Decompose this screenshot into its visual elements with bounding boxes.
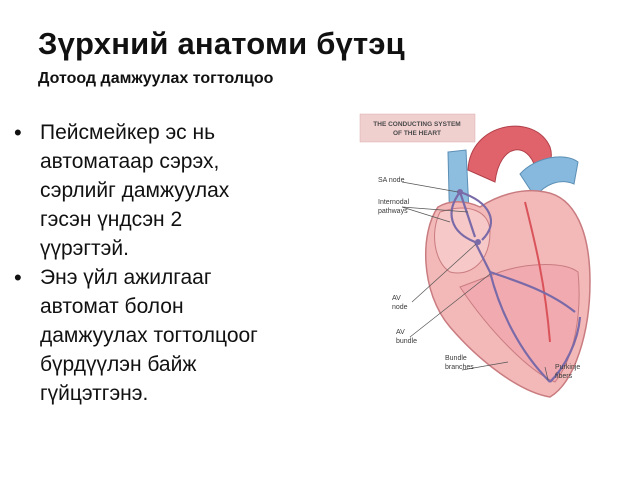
label-bundle-branches-2: branches [445,364,474,371]
label-bundle-branches-1: Bundle [445,355,467,362]
coronary-vessel [524,201,551,343]
label-sa-node: SA node [378,177,405,184]
bullet-text: Пейсмейкер эс нь автоматаар сэрэх, сэрли… [40,121,230,260]
slide-title: Зүрхний анатоми бүтэц [38,26,405,61]
caption-line1: THE CONDUCTING SYSTEM [373,121,460,128]
slide-subtitle: Дотоод дамжуулах тогтолцоо [38,70,274,87]
heart-conduction-diagram: THE CONDUCTING SYSTEM OF THE HEART SA no… [359,113,591,398]
conduction-pathways [450,190,582,383]
label-av-node-2: node [392,304,408,311]
caption-box [359,113,476,143]
bullet-text: Энэ үйл ажилгааг автомат болон дамжуулах… [40,266,258,405]
leader-lines [401,181,549,381]
bullet-item: • Пейсмейкер эс нь автоматаар сэрэх, сэр… [14,118,314,263]
pulmonary-artery [519,156,579,198]
bullet-list: • Пейсмейкер эс нь автоматаар сэрэх, сэр… [14,118,314,408]
bullet-marker: • [14,265,22,290]
label-internodal-2: pathways [378,208,408,215]
label-internodal-1: Internodal [378,199,410,206]
label-av-node-1: AV [392,295,401,302]
label-purkinje-1: Purkinje [555,364,580,371]
ventricle-wall [459,264,580,383]
bullet-marker: • [14,120,22,145]
label-av-bundle-1: AV [396,329,405,336]
label-purkinje-2: fibers [555,373,573,380]
bullet-item: • Энэ үйл ажилгааг автомат болон дамжуул… [14,263,314,408]
caption-line2: OF THE HEART [393,130,441,137]
right-atrium [434,207,491,274]
av-node-dot [475,239,481,245]
sa-node-dot [457,189,463,195]
label-av-bundle-2: bundle [396,338,417,345]
